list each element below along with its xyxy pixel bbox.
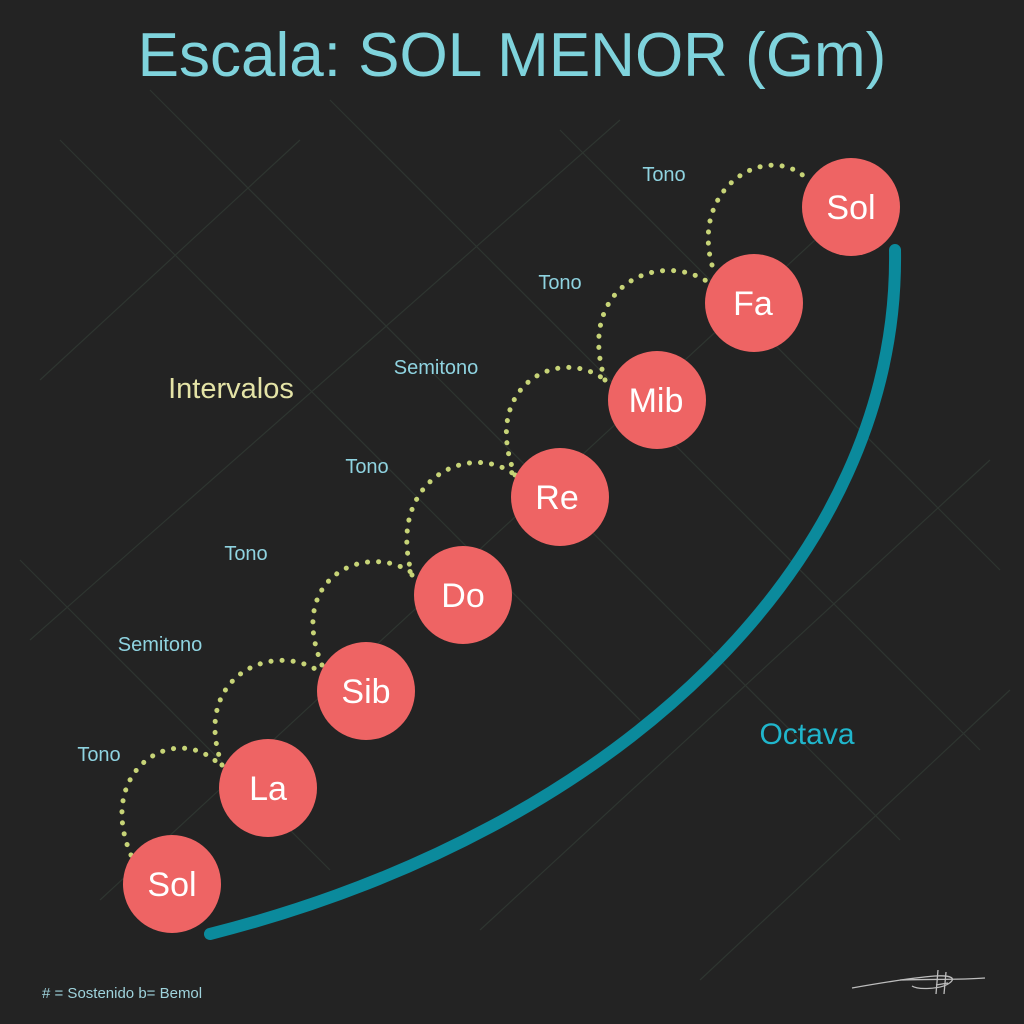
interval-arc: [596, 267, 711, 383]
interval-label-7: Tono: [642, 164, 685, 186]
signature: [851, 969, 986, 995]
interval-labels: Tono Semitono Tono Tono Semitono Tono To…: [77, 164, 685, 766]
interval-arc: [404, 460, 518, 578]
note-label: Fa: [733, 285, 773, 323]
interval-arc: [119, 745, 223, 858]
note-label: Mib: [629, 382, 684, 420]
note-fa: Fa: [705, 254, 803, 352]
interval-arc: [212, 657, 323, 768]
note-sib: Sib: [317, 642, 415, 740]
notes: Sol La Sib Do Re Mib: [123, 158, 900, 933]
interval-arc: [705, 162, 811, 268]
note-mib: Mib: [608, 351, 706, 449]
footnote-legend: # = Sostenido b= Bemol: [42, 985, 202, 1002]
interval-arcs: [119, 162, 811, 858]
interval-label-1: Tono: [77, 744, 120, 766]
intervals-heading: Intervalos: [168, 373, 294, 405]
interval-label-2: Semitono: [118, 634, 203, 656]
interval-label-3: Tono: [224, 543, 267, 565]
note-sol-high: Sol: [802, 158, 900, 256]
note-label: Sib: [341, 673, 390, 711]
note-label: Sol: [147, 866, 196, 904]
note-label: La: [249, 770, 287, 808]
interval-arc: [503, 364, 608, 478]
note-label: Re: [535, 479, 578, 517]
note-label: Sol: [826, 189, 875, 227]
interval-label-5: Semitono: [394, 357, 479, 379]
interval-label-4: Tono: [345, 456, 388, 478]
interval-arc: [310, 559, 418, 668]
note-label: Do: [441, 577, 484, 615]
note-sol-low: Sol: [123, 835, 221, 933]
octave-label: Octava: [759, 718, 854, 751]
octave-curve: [204, 244, 902, 940]
note-la: La: [219, 739, 317, 837]
note-do: Do: [414, 546, 512, 644]
page-title: Escala: SOL MENOR (Gm): [138, 21, 887, 90]
note-re: Re: [511, 448, 609, 546]
interval-label-6: Tono: [538, 272, 581, 294]
